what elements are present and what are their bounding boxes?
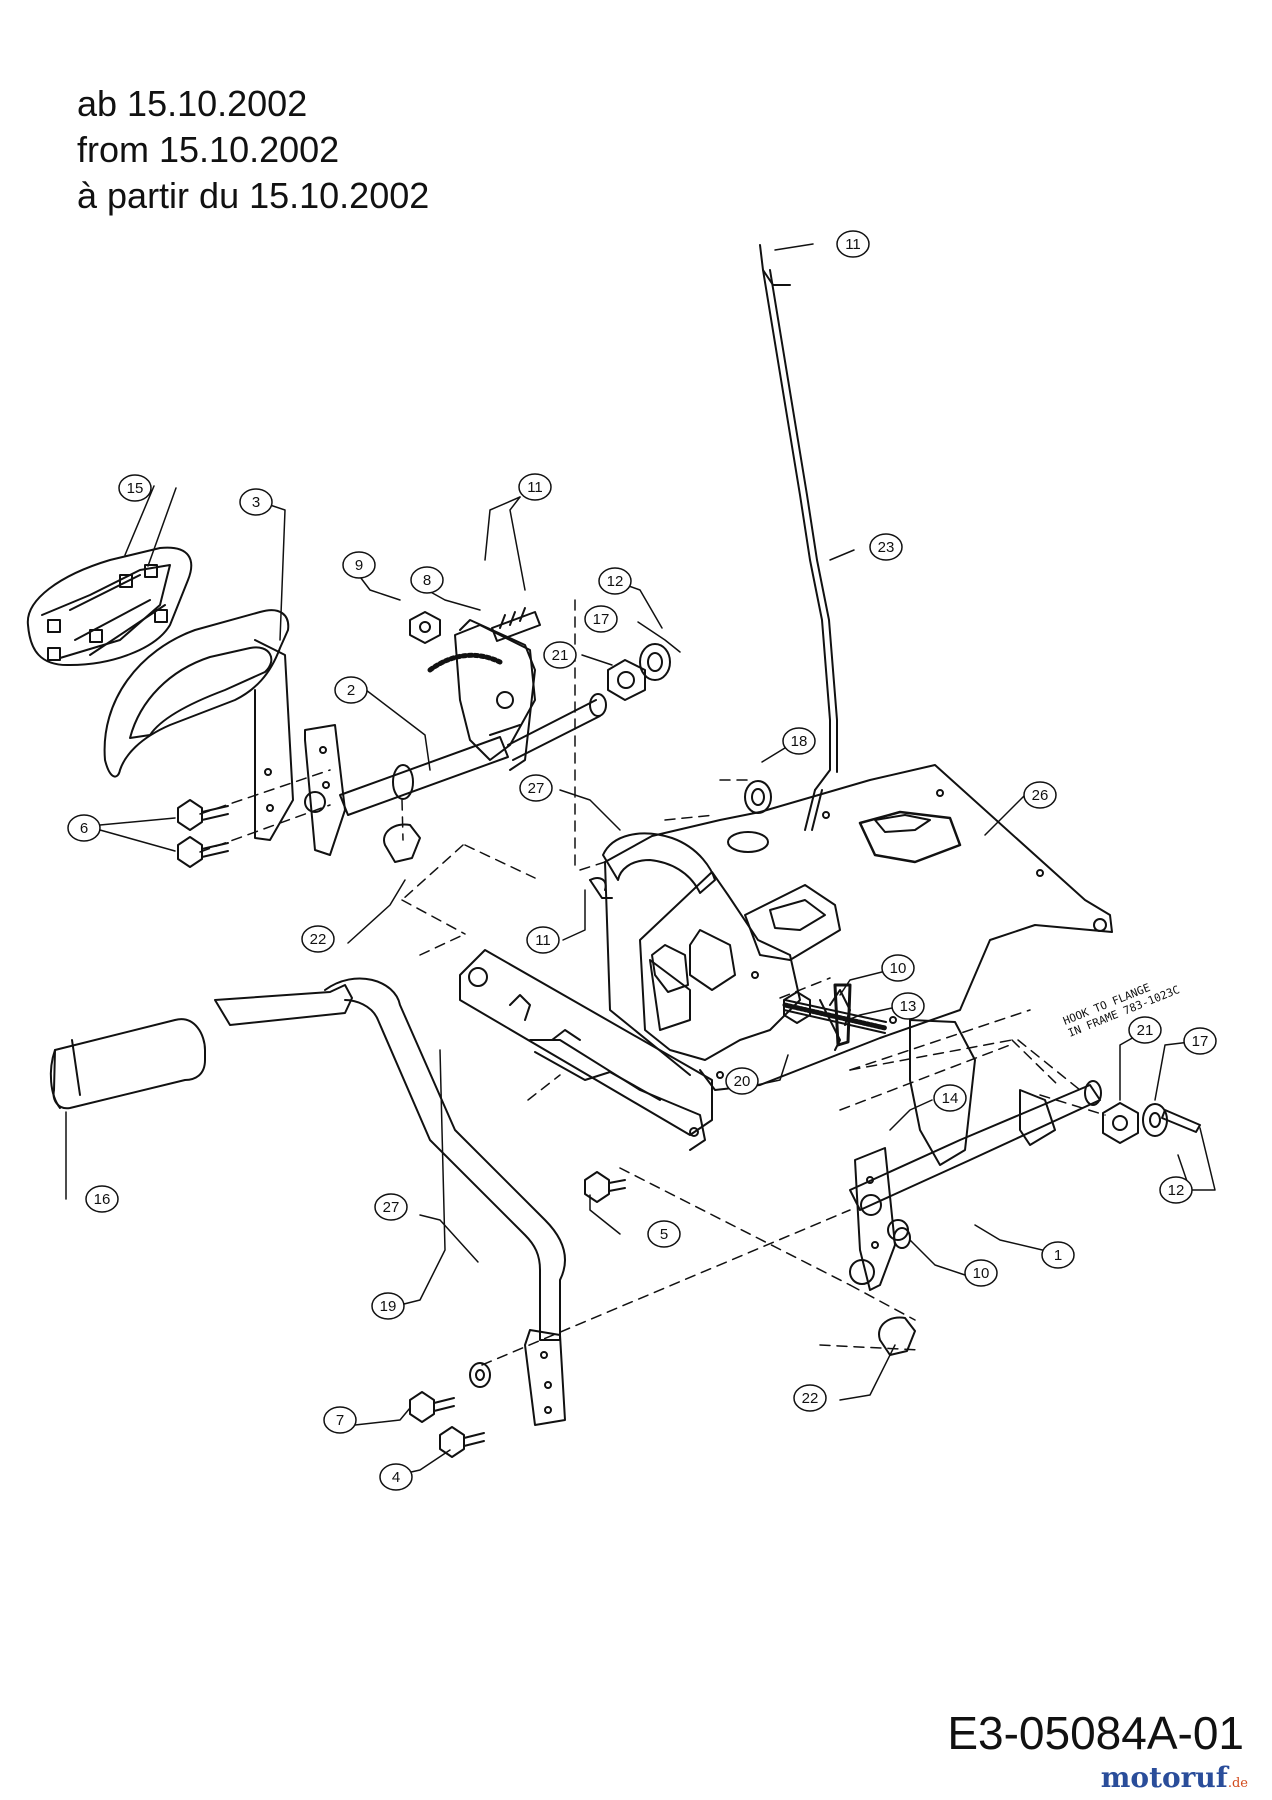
callout-11-top: 11 [836, 230, 870, 258]
callout-27-lower: 27 [374, 1193, 408, 1221]
lift-handle-part [49, 977, 566, 1426]
callout-12-lower: 12 [1159, 1176, 1193, 1204]
svg-text:11: 11 [527, 479, 543, 496]
callout-6: 6 [67, 814, 101, 842]
callout-16: 16 [85, 1185, 119, 1213]
callout-26: 26 [1023, 781, 1057, 809]
svg-text:20: 20 [734, 1073, 751, 1090]
header-date-line-en: from 15.10.2002 [77, 129, 340, 170]
callout-18: 18 [782, 727, 816, 755]
svg-text:11: 11 [845, 236, 861, 253]
svg-text:19: 19 [380, 1298, 397, 1315]
svg-text:18: 18 [791, 733, 808, 750]
svg-text:16: 16 [94, 1191, 111, 1208]
lift-link-part [759, 244, 838, 831]
callout-27-upper: 27 [519, 774, 553, 802]
svg-text:3: 3 [252, 494, 260, 511]
callout-20: 20 [725, 1067, 759, 1095]
frame-note: HOOK TO FLANGE IN FRAME 783-1023C [1061, 981, 1181, 1040]
callout-11-lower: 11 [526, 926, 560, 954]
callout-21-lower: 21 [1128, 1016, 1162, 1044]
callout-15: 15 [118, 474, 152, 502]
foot-pedal-part [103, 609, 294, 841]
seat-plate-part [604, 764, 1113, 1091]
callout-22-lower: 22 [793, 1384, 827, 1412]
svg-text:22: 22 [802, 1390, 819, 1407]
svg-text:26: 26 [1032, 787, 1049, 804]
svg-text:21: 21 [1137, 1022, 1154, 1039]
callout-10-upper: 10 [881, 954, 915, 982]
svg-text:27: 27 [383, 1199, 400, 1216]
callout-11-mid: 11 [518, 473, 552, 501]
svg-text:10: 10 [973, 1265, 990, 1282]
svg-text:17: 17 [593, 611, 610, 628]
header-date-line-fr: à partir du 15.10.2002 [77, 175, 430, 216]
callout-17-lower: 17 [1183, 1027, 1217, 1055]
svg-text:4: 4 [392, 1469, 400, 1486]
cross-shaft-frame-part [459, 949, 713, 1151]
callout-3: 3 [239, 488, 273, 516]
svg-text:21: 21 [552, 647, 569, 664]
callout-7: 7 [323, 1406, 357, 1434]
svg-text:15: 15 [127, 480, 144, 497]
svg-text:2: 2 [347, 682, 355, 699]
callout-23: 23 [869, 533, 903, 561]
svg-text:11: 11 [535, 932, 551, 949]
svg-text:9: 9 [355, 557, 363, 574]
callout-12-upper: 12 [598, 567, 632, 595]
callout-14: 14 [933, 1084, 967, 1112]
drawing-number: E3-05084A-01 [947, 1707, 1244, 1759]
callout-13: 13 [891, 992, 925, 1020]
callout-4: 4 [379, 1463, 413, 1491]
pedal-pad-part [26, 546, 193, 667]
pedal-shaft-part [304, 693, 607, 856]
lift-shaft-part [849, 1019, 1102, 1291]
svg-text:5: 5 [660, 1226, 668, 1243]
assembly-dash-lines [199, 599, 1106, 1366]
callout-19: 19 [371, 1292, 405, 1320]
callout-10-lower: 10 [964, 1259, 998, 1287]
svg-text:1: 1 [1054, 1247, 1062, 1264]
callout-2: 2 [334, 676, 368, 704]
watermark-brand: motoruf [1100, 1761, 1228, 1794]
svg-text:12: 12 [607, 573, 624, 590]
svg-text:10: 10 [890, 960, 907, 977]
callout-1: 1 [1041, 1241, 1075, 1269]
callout-8: 8 [410, 566, 444, 594]
svg-text:27: 27 [528, 780, 545, 797]
callout-21-upper: 21 [543, 641, 577, 669]
callout-9: 9 [342, 551, 376, 579]
callout-17-upper: 17 [584, 605, 618, 633]
hardware-items [177, 607, 1201, 1458]
svg-text:14: 14 [942, 1090, 959, 1107]
svg-text:7: 7 [336, 1412, 344, 1429]
svg-text:12: 12 [1168, 1182, 1185, 1199]
callout-5: 5 [647, 1220, 681, 1248]
svg-text:8: 8 [423, 572, 431, 589]
pivot-bracket-part [602, 832, 841, 1061]
svg-text:13: 13 [900, 998, 917, 1015]
leader-lines [65, 243, 1216, 1476]
watermark-logo: motoruf.de [1101, 1761, 1248, 1794]
svg-text:17: 17 [1192, 1033, 1209, 1050]
svg-text:6: 6 [80, 820, 88, 837]
header-date-line-de: ab 15.10.2002 [77, 83, 308, 124]
svg-text:22: 22 [310, 931, 327, 948]
callout-bubbles: 1 2 3 4 5 6 7 8 9 10 10 11 11 11 12 12 1… [67, 230, 1217, 1491]
svg-text:23: 23 [878, 539, 895, 556]
callout-22-upper: 22 [301, 925, 335, 953]
gear-segment-part [427, 619, 536, 771]
watermark-suffix: .de [1227, 1776, 1248, 1791]
